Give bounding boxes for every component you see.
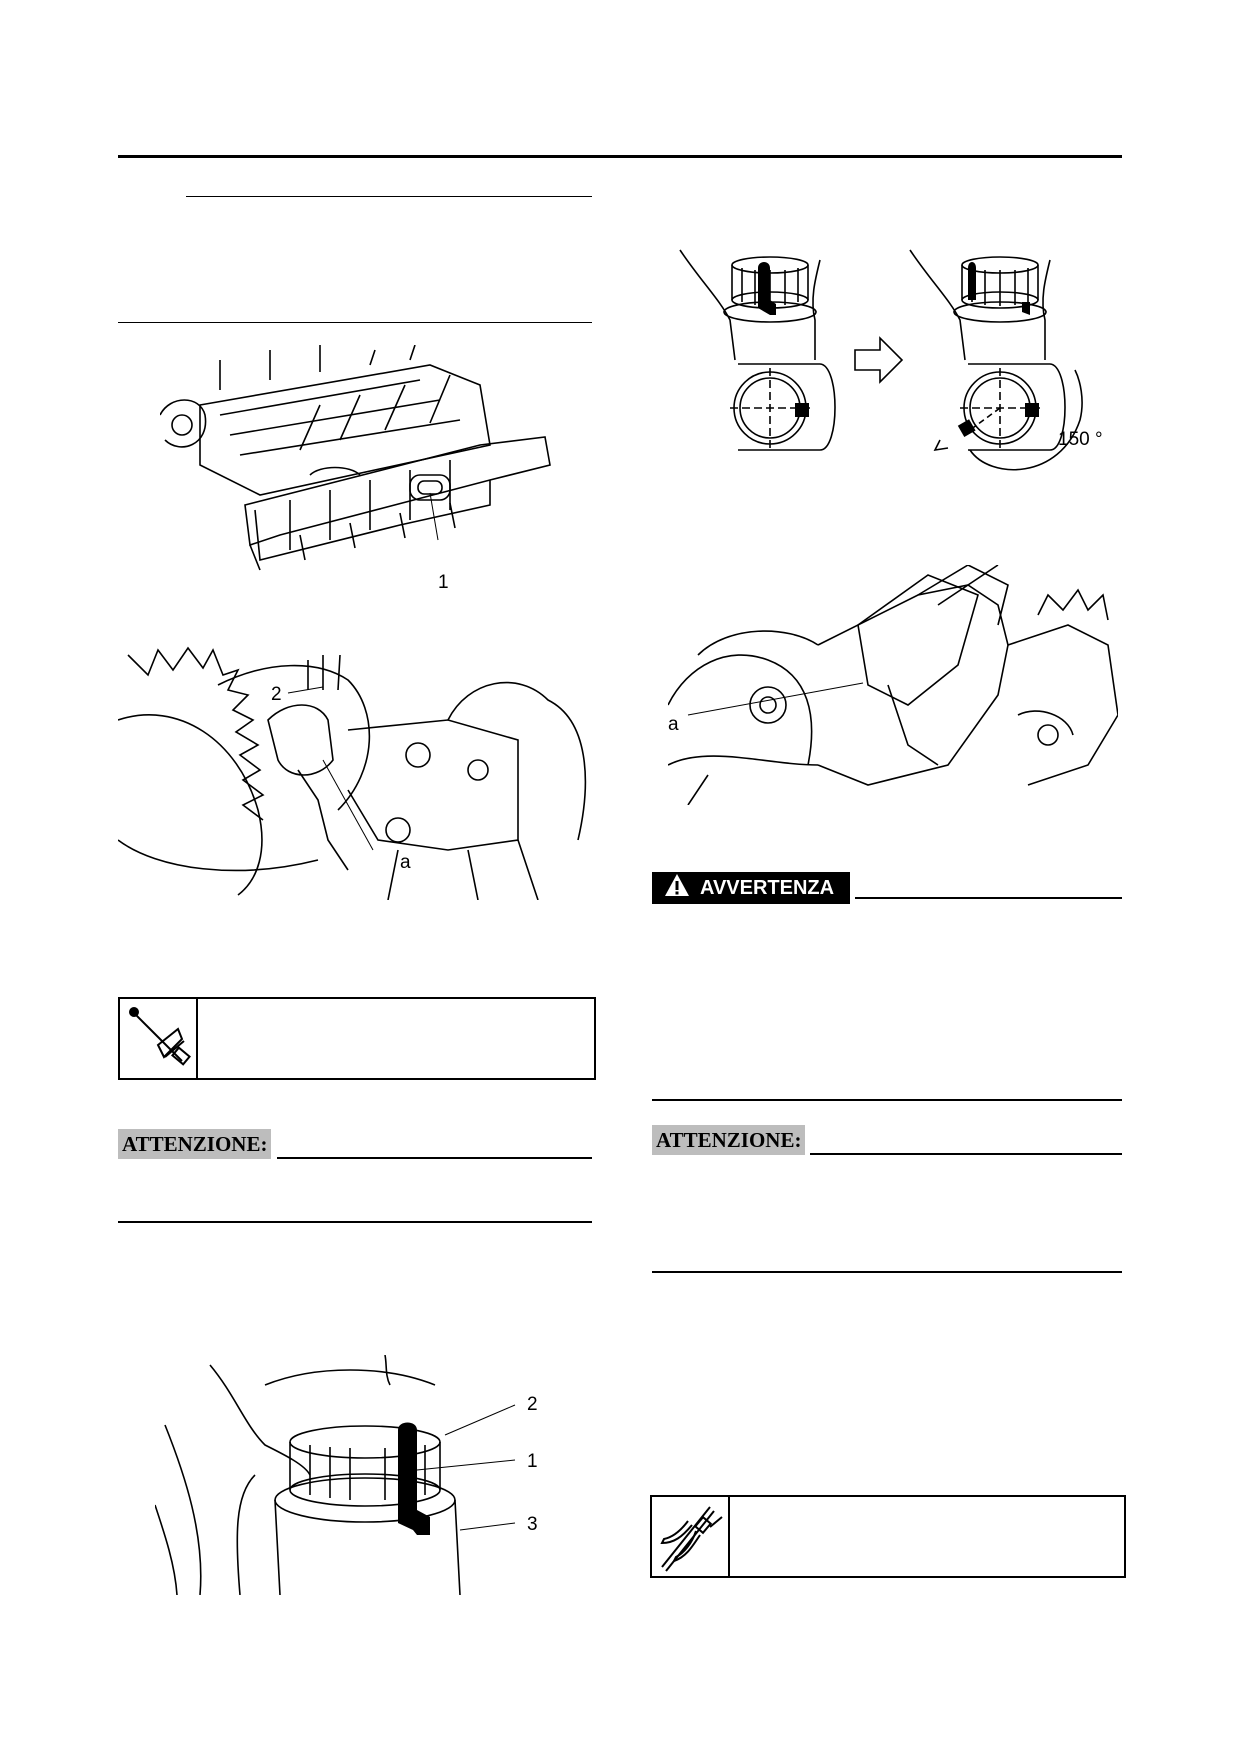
- header-rule: [118, 155, 1122, 158]
- caution-end-rule: [118, 1221, 592, 1223]
- section-rule: [118, 322, 592, 323]
- torque-spec-box: [118, 997, 596, 1080]
- warning-banner: AVVERTENZA: [652, 872, 850, 904]
- warning-end-rule: [652, 1099, 1122, 1101]
- figure-rotation-150: 150 °: [670, 240, 1110, 480]
- callout-3: 3: [527, 1514, 538, 1535]
- caution-end-rule: [652, 1271, 1122, 1273]
- caution-rule: [277, 1157, 592, 1159]
- section-rule: [186, 196, 592, 197]
- torque-wrench-icon: [120, 999, 198, 1078]
- callout-2: 2: [527, 1394, 538, 1415]
- angle-label: 150 °: [1058, 429, 1103, 450]
- figure-cap-mark: 2 1 3: [155, 1355, 565, 1595]
- callout-2: 2: [271, 684, 282, 705]
- caliper-icon: [652, 1497, 730, 1576]
- caution-rule: [810, 1153, 1122, 1155]
- warning-rule: [855, 897, 1122, 899]
- callout-a: a: [668, 714, 679, 735]
- figure-engine-rail: 1: [160, 345, 560, 595]
- figure-connecting-rod: a: [668, 565, 1118, 805]
- measurement-box: [650, 1495, 1126, 1578]
- callout-1: 1: [438, 572, 449, 593]
- warning-label: AVVERTENZA: [700, 876, 835, 899]
- figure-gear-sensor: 2 a: [118, 640, 592, 900]
- caution-heading-right: ATTENZIONE:: [652, 1125, 806, 1155]
- callout-a: a: [400, 852, 411, 873]
- caution-heading-left: ATTENZIONE:: [118, 1129, 272, 1159]
- callout-1: 1: [527, 1451, 538, 1472]
- warning-triangle-icon: [664, 873, 690, 903]
